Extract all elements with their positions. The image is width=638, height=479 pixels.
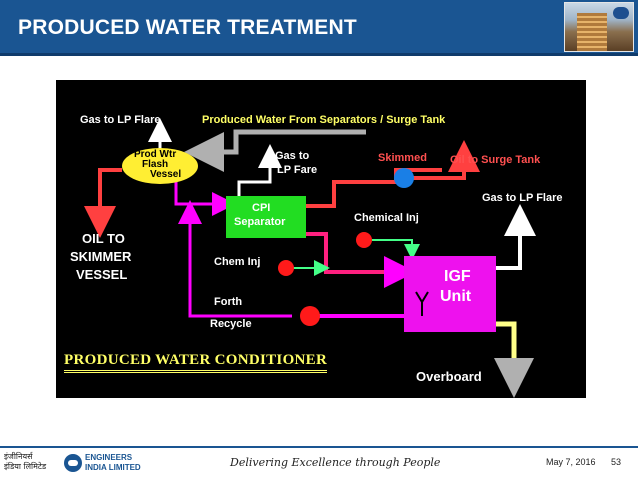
cpi-label-line1: CPI bbox=[252, 202, 271, 214]
logo-hindi-text: इंजीनियर्स इंडिया लिमिटेड bbox=[4, 452, 62, 472]
logo-hindi-line1: इंजीनियर्स bbox=[4, 452, 33, 461]
flash-vessel-label-line3: Vessel bbox=[150, 169, 182, 180]
logo-english-line1: ENGINEERS bbox=[85, 453, 133, 462]
produced-water-conditioner-banner: PRODUCED WATER CONDITIONER bbox=[64, 352, 328, 373]
page-number: 53 bbox=[611, 457, 622, 467]
overboard-line bbox=[494, 321, 534, 398]
igf-gas-line bbox=[496, 204, 536, 270]
process-flow-diagram: Gas to LP Flare Produced Water From Sepa… bbox=[56, 80, 586, 398]
recycle-pump bbox=[300, 306, 320, 326]
chemical-inj-pump-top bbox=[356, 232, 372, 248]
flow-lines bbox=[84, 118, 536, 398]
oil-to-skimmer-line bbox=[84, 168, 122, 238]
recycle-return-line bbox=[178, 200, 292, 318]
company-building-photo bbox=[564, 2, 634, 52]
recycle-label: Recycle bbox=[210, 318, 252, 330]
oil-to-skimmer-label-line1: OIL TO bbox=[82, 231, 125, 246]
gas-to-lp-flare-label-right: Gas to LP Flare bbox=[482, 192, 563, 204]
slide-title: PRODUCED WATER TREATMENT bbox=[18, 16, 357, 39]
cpi-label-line2: Separator bbox=[234, 216, 286, 228]
gas-to-lp-fare-label-line1: Gas to bbox=[275, 150, 310, 162]
oil-to-skimmer-label-line2: SKIMMER bbox=[70, 249, 132, 264]
flash-vessel-label-line1: Prod Wtr bbox=[134, 149, 177, 160]
oil-to-surge-tank-label: Oil to Surge Tank bbox=[450, 154, 541, 166]
produced-water-from-label: Produced Water From Separators / Surge T… bbox=[202, 114, 446, 126]
flash-to-cpi-line bbox=[174, 180, 236, 216]
photo-logo-icon bbox=[613, 7, 629, 19]
igf-label-line2: Unit bbox=[440, 288, 472, 305]
cpi-gas-line bbox=[237, 144, 282, 196]
logo-hindi-line2: इंडिया लिमिटेड bbox=[4, 462, 47, 471]
footer-tagline: Delivering Excellence through People bbox=[230, 456, 441, 469]
chem-inj-line-top bbox=[372, 239, 420, 260]
surge-tank-arrow-line bbox=[412, 140, 480, 180]
chem-inj-pump-left bbox=[278, 260, 294, 276]
igf-label-line1: IGF bbox=[444, 268, 471, 285]
skimmed-oil-line bbox=[304, 168, 442, 208]
skimmed-oil-pump bbox=[394, 168, 414, 188]
forth-label: Forth bbox=[214, 296, 243, 308]
igf-inlet-fitting bbox=[415, 291, 429, 316]
engineers-india-logo: इंजीनियर्स इंडिया लिमिटेड ENGINEERS INDI… bbox=[4, 452, 144, 474]
eil-emblem-icon bbox=[64, 454, 82, 472]
igf-unit-shape bbox=[404, 256, 496, 332]
footer-divider bbox=[0, 446, 638, 448]
chemical-inj-label: Chemical Inj bbox=[354, 212, 419, 224]
flash-vessel-label-line2: Flash bbox=[142, 159, 169, 170]
chem-inj-label: Chem Inj bbox=[214, 256, 261, 268]
cpi-separator-shape bbox=[226, 196, 306, 238]
skimmed-label: Skimmed bbox=[378, 152, 427, 164]
logo-english-text: ENGINEERS INDIA LIMITED bbox=[85, 453, 141, 473]
gas-to-lp-flare-label-top: Gas to LP Flare bbox=[80, 114, 161, 126]
logo-english-line2: INDIA LIMITED bbox=[85, 463, 141, 472]
header-bar: PRODUCED WATER TREATMENT bbox=[0, 0, 638, 56]
oil-to-skimmer-label-line3: VESSEL bbox=[76, 267, 128, 282]
overboard-label: Overboard bbox=[416, 369, 482, 384]
flash-vessel-shape bbox=[122, 148, 198, 184]
building-shape bbox=[577, 13, 607, 51]
footer-date: May 7, 2016 bbox=[546, 457, 596, 467]
cpi-to-igf-line bbox=[306, 232, 416, 288]
gas-to-lp-fare-label-line2: LP Fare bbox=[277, 164, 318, 176]
produced-water-inlet-line bbox=[184, 129, 366, 172]
